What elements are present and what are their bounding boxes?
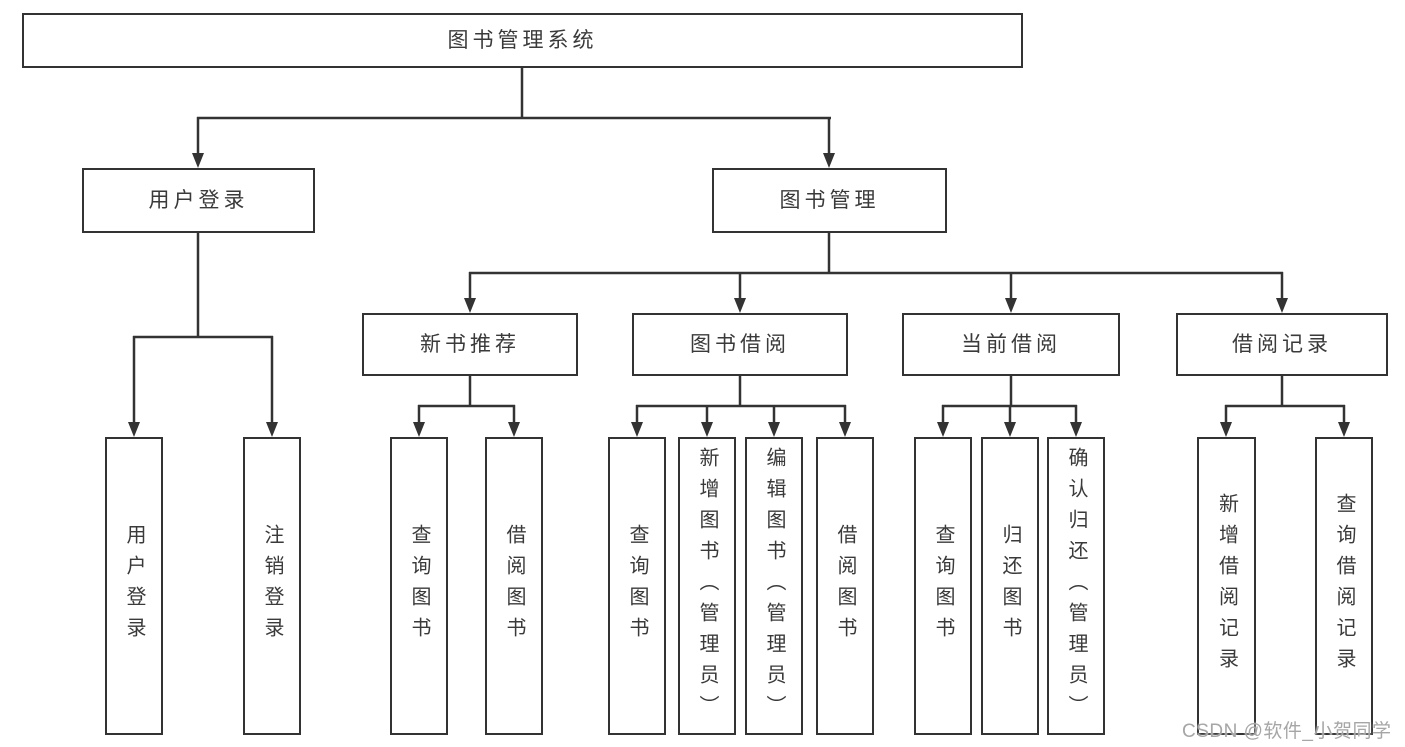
leaf-bb-borrow-book: 借阅图书	[816, 437, 874, 735]
leaf-br-query-record: 查询借阅记录	[1315, 437, 1373, 735]
node-label: 查询图书	[932, 524, 954, 648]
leaf-bb-edit-book-admin: 编辑图书（管理员）	[745, 437, 803, 735]
leaf-rec-borrow-book: 借阅图书	[485, 437, 543, 735]
node-label: 新书推荐	[420, 333, 520, 356]
node-book-borrowing: 图书借阅	[632, 313, 848, 376]
node-label: 借阅图书	[834, 524, 856, 648]
node-current-borrowing: 当前借阅	[902, 313, 1120, 376]
leaf-rec-query-book: 查询图书	[390, 437, 448, 735]
node-borrowing-records: 借阅记录	[1176, 313, 1388, 376]
node-root-library-system: 图书管理系统	[22, 13, 1023, 68]
leaf-cb-query-book: 查询图书	[914, 437, 972, 735]
node-label: 借阅图书	[503, 524, 525, 648]
node-label: 图书借阅	[690, 333, 790, 356]
node-label: 新增图书（管理员）	[696, 446, 718, 726]
node-label: 查询借阅记录	[1333, 493, 1355, 679]
leaf-br-add-record: 新增借阅记录	[1197, 437, 1256, 735]
leaf-logout: 注销登录	[243, 437, 301, 735]
leaf-bb-add-book-admin: 新增图书（管理员）	[678, 437, 736, 735]
leaf-bb-query-book: 查询图书	[608, 437, 666, 735]
node-label: 查询图书	[408, 524, 430, 648]
node-label: 用户登录	[123, 524, 145, 648]
node-label: 注销登录	[261, 524, 283, 648]
csdn-watermark: CSDN @软件_小贺同学	[1182, 721, 1392, 742]
node-label: 借阅记录	[1232, 333, 1332, 356]
node-label: 图书管理系统	[447, 29, 598, 52]
node-label: 当前借阅	[961, 333, 1061, 356]
node-label: 查询图书	[626, 524, 648, 648]
node-label: 确认归还（管理员）	[1065, 446, 1087, 726]
node-label: 归还图书	[999, 524, 1021, 648]
node-user-login: 用户登录	[82, 168, 315, 233]
node-label: 新增借阅记录	[1215, 493, 1238, 679]
leaf-cb-confirm-return-admin: 确认归还（管理员）	[1047, 437, 1105, 735]
node-new-book-recommend: 新书推荐	[362, 313, 578, 376]
leaf-user-login: 用户登录	[105, 437, 163, 735]
node-label: 图书管理	[779, 189, 880, 212]
leaf-cb-return-book: 归还图书	[981, 437, 1039, 735]
node-book-management: 图书管理	[712, 168, 947, 233]
node-label: 用户登录	[148, 189, 249, 212]
node-label: 编辑图书（管理员）	[763, 446, 785, 726]
